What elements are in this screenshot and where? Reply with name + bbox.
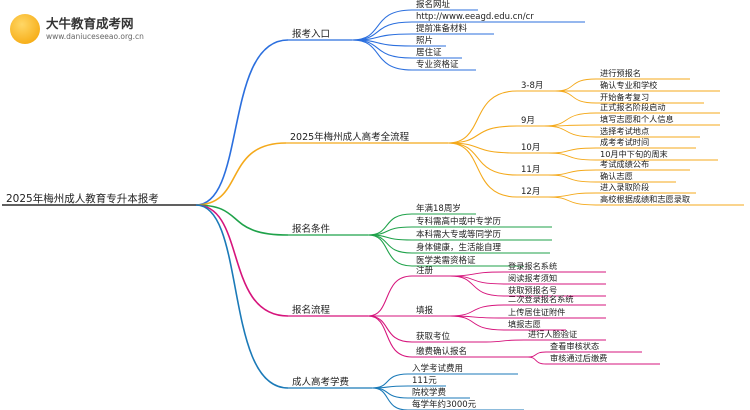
- link-branch-4-item-1-leaf-3: [449, 275, 505, 297]
- link-branch-2-item-5: [447, 142, 518, 198]
- branch-4-item-4-leaf-2: 审核通过后缴费: [550, 353, 607, 363]
- branch-4-item-3: 获取考位: [416, 331, 451, 342]
- link-root-branch-5: [195, 204, 289, 389]
- branch-1-item-5: 居住证: [416, 47, 442, 58]
- branch-2-item-1-leaf-3: 开始备考复习: [600, 92, 649, 102]
- branch-4-item-2-leaf-3: 填报志愿: [508, 319, 541, 329]
- branch-2-item-4-leaf-1: 考试成绩公布: [600, 159, 649, 169]
- branch-2-item-4: 11月: [521, 165, 540, 175]
- branch-1-item-4: 照片: [416, 35, 433, 46]
- logo-seal-icon: [10, 14, 40, 44]
- link-branch-1-item-6: [351, 39, 413, 71]
- branch-5-item-3: 院校学费: [412, 387, 447, 398]
- link-branch-4-item-4-leaf-2: [527, 356, 547, 365]
- branch-2-item-1-leaf-2: 确认专业和学校: [600, 80, 657, 90]
- link-branch-1-item-1: [351, 9, 413, 41]
- link-root-branch-1: [195, 39, 289, 206]
- link-branch-4-item-2-leaf-1: [449, 304, 505, 317]
- link-branch-4-item-1-leaf-2: [449, 275, 505, 285]
- link-branch-2-item-3-leaf-2: [547, 152, 597, 161]
- branch-3-item-2: 专科需高中或中专学历: [416, 216, 502, 227]
- branch-2-item-4-leaf-2: 确认志愿: [600, 171, 633, 181]
- branch-2-item-1-leaf-1: 进行预报名: [600, 68, 641, 78]
- mindmap-links: [2, 9, 744, 410]
- branch-2-item-3-leaf-2: 10月中下旬的周末: [600, 149, 668, 159]
- link-branch-2-item-5-leaf-1: [547, 192, 597, 198]
- branch-4-item-1-leaf-2: 阅读报考须知: [508, 273, 557, 283]
- link-branch-2-item-4: [447, 142, 518, 176]
- link-root-branch-2: [195, 142, 287, 206]
- branch-4-item-1: 注册: [416, 265, 434, 276]
- link-branch-1-item-2: [351, 21, 413, 41]
- branch-4-item-2: 填报: [416, 305, 434, 316]
- link-branch-2-item-1-leaf-3: [554, 90, 597, 104]
- link-branch-2-item-2-leaf-3: [543, 125, 597, 138]
- link-branch-2-item-4-leaf-1: [547, 169, 597, 176]
- branch-1-item-2: http://www.eeagd.edu.cn/cr: [416, 12, 534, 22]
- link-branch-3-item-1: [367, 213, 413, 236]
- branch-2-item-2-leaf-1: 正式报名阶段启动: [600, 102, 666, 112]
- logo-name: 大牛教育成考网: [46, 16, 134, 31]
- branch-2-item-5-leaf-2: 高校根据成绩和志愿录取: [600, 194, 690, 204]
- branch-3: 报名条件: [292, 223, 331, 235]
- branch-4-item-2-leaf-2: 上传居住证附件: [508, 307, 565, 317]
- branch-1: 报考入口: [292, 28, 330, 40]
- link-branch-4-item-2-leaf-3: [449, 315, 505, 331]
- link-branch-4-item-3-leaf-1: [485, 339, 525, 343]
- branch-4-item-2-leaf-1: 二次登录报名系统: [508, 294, 574, 304]
- branch-3-item-4: 身体健康，生活能自理: [416, 242, 502, 253]
- branch-2-item-5: 12月: [521, 187, 540, 197]
- link-branch-2-item-3-leaf-1: [547, 147, 597, 154]
- link-branch-4-item-4: [367, 315, 413, 358]
- site-logo: 大牛教育成考网 www.daniuceseeao.org.cn: [10, 12, 210, 48]
- branch-4-item-1-leaf-3: 获取预报名号: [508, 285, 557, 295]
- branch-3-item-5: 医学类需资格证: [416, 255, 476, 266]
- link-branch-2-item-1: [447, 90, 518, 144]
- branch-2-item-2: 9月: [521, 116, 535, 126]
- logo-url: www.daniuceseeao.org.cn: [46, 32, 144, 41]
- branch-1-item-3: 提前准备材料: [416, 23, 468, 34]
- branch-2-item-2-leaf-2: 填写志愿和个人信息: [600, 114, 674, 124]
- branch-5-item-2: 111元: [412, 376, 437, 386]
- branch-5-item-4: 每学年约3000元: [412, 399, 477, 410]
- branch-4: 报名流程: [292, 304, 331, 316]
- branch-1-item-6: 专业资格证: [416, 59, 459, 70]
- link-root-branch-4: [195, 204, 289, 317]
- link-branch-2-item-1-leaf-1: [554, 78, 597, 92]
- branch-4-item-4: 缴费确认报名: [416, 346, 467, 357]
- link-branch-2-item-2-leaf-1: [543, 112, 597, 127]
- branch-5: 成人高考学费: [292, 376, 349, 388]
- link-branch-2-item-4-leaf-2: [547, 174, 597, 183]
- link-branch-4-item-3: [367, 315, 413, 343]
- link-branch-1-item-5: [351, 39, 413, 59]
- link-branch-4-item-1-leaf-1: [449, 271, 505, 277]
- mindmap-labels: 2025年梅州成人教育专升本报考 报考入口 报名网址 http://www.eeagd…: [6, 0, 690, 410]
- link-root-branch-3: [195, 204, 289, 236]
- branch-2-item-3: 10月: [521, 143, 540, 153]
- link-branch-3-item-5: [367, 234, 413, 267]
- branch-3-item-1: 年满18周岁: [416, 203, 461, 214]
- link-branch-5-item-4: [371, 387, 409, 410]
- branch-4-item-4-leaf-1: 查看审核状态: [550, 341, 599, 351]
- branch-4-item-3-leaf-1: 进行人脸验证: [528, 329, 577, 339]
- link-branch-2-item-5-leaf-2: [547, 196, 597, 206]
- link-branch-4-item-4-leaf-1: [527, 351, 547, 358]
- root-node: 2025年梅州成人教育专升本报考: [6, 192, 159, 205]
- branch-2-item-2-leaf-3: 选择考试地点: [600, 126, 649, 136]
- branch-5-item-1: 入学考试费用: [412, 363, 463, 374]
- branch-2-item-5-leaf-1: 进入录取阶段: [600, 182, 649, 192]
- branch-3-item-3: 本科需大专或等同学历: [416, 229, 502, 240]
- branch-1-item-1: 报名网址: [416, 0, 451, 10]
- link-branch-4-item-1: [367, 275, 413, 317]
- link-branch-2-item-3: [447, 142, 518, 154]
- branch-4-item-1-leaf-1: 登录报名系统: [508, 261, 557, 271]
- branch-2: 2025年梅州成人高考全流程: [290, 131, 410, 143]
- branch-2-item-3-leaf-1: 成考考试时间: [600, 137, 649, 147]
- branch-2-item-1: 3-8月: [521, 81, 543, 91]
- link-branch-5-item-3: [371, 387, 409, 399]
- link-branch-2-item-2: [447, 125, 518, 144]
